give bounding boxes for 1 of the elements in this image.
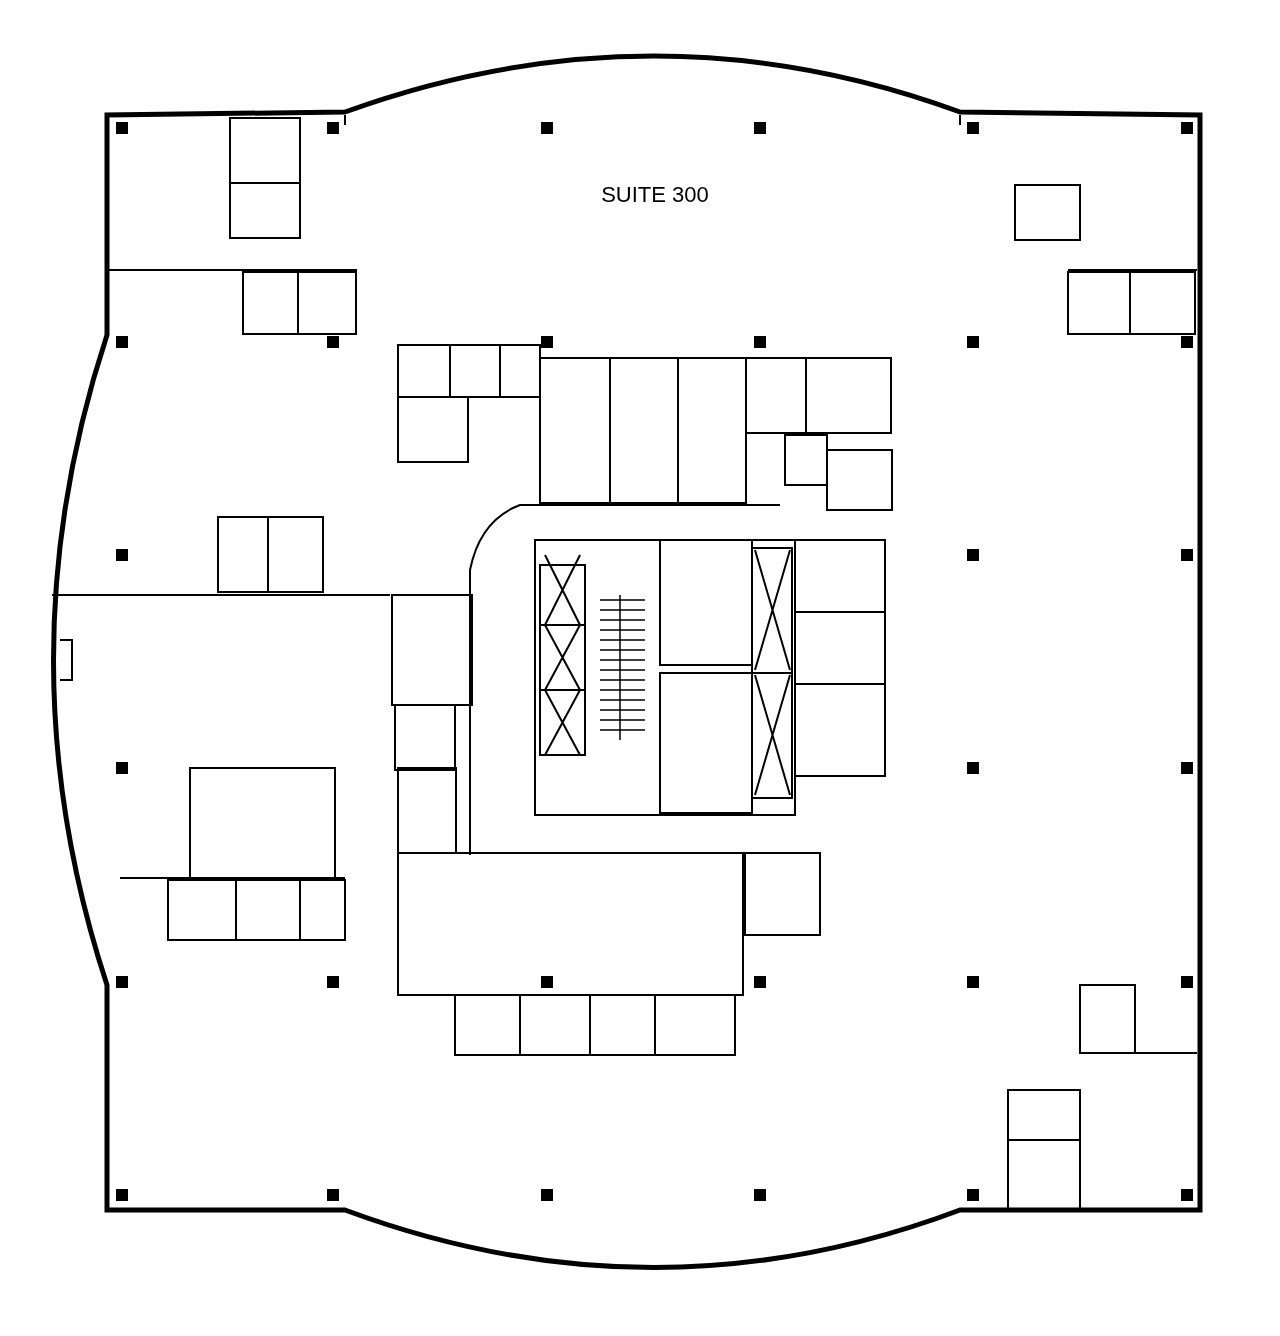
suite-label: SUITE 300	[601, 182, 709, 208]
